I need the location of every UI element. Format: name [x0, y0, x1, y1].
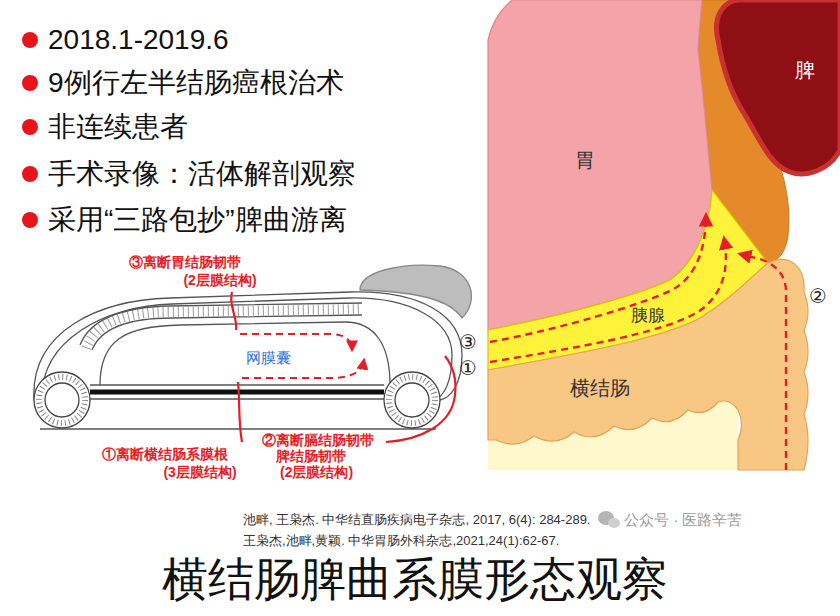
- colon-wall: [389, 377, 435, 423]
- cross-section: [34, 265, 472, 429]
- label-holder: (2层膜结构): [183, 270, 256, 289]
- label-holder: 手术录像：活体解剖观察: [48, 157, 356, 191]
- colon-section: [384, 372, 440, 428]
- cut-line: [231, 292, 236, 330]
- cut-lines: [231, 292, 455, 442]
- bullet-dot: [22, 119, 38, 135]
- bullet-dot: [22, 32, 38, 48]
- cut-line: [238, 382, 242, 442]
- label-holder: 9例行左半结肠癌根治术: [48, 66, 344, 100]
- label-holder: 非连续患者: [48, 110, 188, 144]
- label-holder: ①离断横结肠系膜根: [102, 444, 228, 463]
- dashed-arrow: [240, 334, 352, 350]
- label-holder: 池畔, 王枭杰. 中华结直肠疾病电子杂志, 2017, 6(4): 284-28…: [243, 509, 590, 528]
- organ-label-holder: 胃: [575, 148, 595, 172]
- mesocolon-line: [90, 398, 384, 399]
- organ-label: 胃: [575, 148, 595, 172]
- bullet-dots: [22, 32, 38, 228]
- reference: 池畔, 王枭杰. 中华结直肠疾病电子杂志, 2017, 6(4): 284-28…: [243, 512, 590, 528]
- organ-fill: [717, 0, 840, 174]
- annotation: 网膜囊: [246, 349, 291, 367]
- organ-label: 胰腺: [631, 306, 665, 326]
- organ-shape: 横结肠: [488, 255, 813, 470]
- dashed-arrows: [240, 215, 786, 470]
- label-holder: ②离断膈结肠韧带: [262, 430, 374, 449]
- label-holder: 王枭杰,池畔,黄颖. 中华胃肠外科杂志,2021,24(1):62-67.: [243, 530, 559, 549]
- organ-shape: 脾: [705, 0, 840, 178]
- bullet-text: 非连续患者: [48, 110, 188, 144]
- colon-lumen: [45, 383, 79, 417]
- label-holder: 采用“三路包抄”脾曲游离: [48, 203, 347, 237]
- dashed-arrow: [490, 238, 726, 362]
- mesocolon-band: [90, 390, 384, 395]
- omental-bursa-wall: [100, 322, 390, 385]
- title: 横结肠脾曲系膜形态观察: [162, 552, 668, 607]
- organ-outline: [705, 0, 840, 178]
- annotation: (2层膜结构): [183, 272, 256, 289]
- label-holder: (2层膜结构): [280, 462, 353, 481]
- bullet-dot: [22, 75, 38, 91]
- mesocolon-line: [90, 384, 384, 385]
- label-holder: 2018.1-2019.6: [48, 23, 229, 57]
- reference: 王枭杰,池畔,黄颖. 中华胃肠外科杂志,2021,24(1):62-67.: [243, 533, 559, 549]
- label-holder: ①: [459, 356, 477, 380]
- wechat-icon: [598, 511, 620, 528]
- annotation: ①离断横结肠系膜根: [102, 446, 228, 463]
- peritoneum-line: [40, 428, 436, 429]
- callout-number: ②: [809, 284, 827, 308]
- annotation: ③离断胃结肠韧带: [129, 254, 241, 271]
- organ-fill: [488, 259, 808, 470]
- label-holder: (3层膜结构): [163, 462, 236, 481]
- spleen-section: [360, 265, 471, 318]
- watermark: 公众号 · 医路辛苦: [624, 511, 742, 529]
- dashed-arrow: [740, 254, 786, 470]
- icon-bubble: [608, 518, 620, 528]
- cut-line: [386, 356, 455, 442]
- organ-label: 脾: [795, 58, 815, 82]
- organ-label: 横结肠: [570, 376, 630, 400]
- organ-label-holder: 脾: [795, 58, 815, 82]
- colon-section: [34, 372, 90, 428]
- bullet-text: 手术录像：活体解剖观察: [48, 157, 356, 191]
- annotation: (3层膜结构): [163, 464, 236, 481]
- colon-wall: [39, 377, 85, 423]
- organ-outline: [488, 255, 813, 470]
- callout-number: ①: [459, 356, 477, 380]
- label-holder: ③: [459, 330, 477, 354]
- organ-label-holder: 横结肠: [570, 376, 630, 400]
- annotation: ②离断膈结肠韧带: [262, 432, 374, 449]
- bullet-dot: [22, 212, 38, 228]
- organ-label-holder: 胰腺: [631, 306, 665, 326]
- callout-number: ③: [459, 330, 477, 354]
- label-holder: ③离断胃结肠韧带: [129, 252, 241, 271]
- label-holder: 网膜囊: [246, 348, 291, 367]
- label-holder: 公众号 · 医路辛苦: [624, 510, 742, 529]
- bullet-text: 采用“三路包抄”脾曲游离: [48, 203, 347, 237]
- stomach-wall-hatch: [86, 309, 362, 348]
- annotation: 脾结肠韧带: [276, 448, 346, 465]
- label-holder: 脾结肠韧带: [276, 446, 346, 465]
- label-holder: ②: [809, 284, 827, 308]
- annotation: (2层膜结构): [280, 464, 353, 481]
- colon-lumen: [395, 383, 429, 417]
- bullet-text: 2018.1-2019.6: [48, 23, 229, 57]
- dashed-arrow: [490, 215, 706, 342]
- title-holder: 横结肠脾曲系膜形态观察: [162, 552, 668, 607]
- bullet-dot: [22, 166, 38, 182]
- bullet-text: 9例行左半结肠癌根治术: [48, 66, 344, 100]
